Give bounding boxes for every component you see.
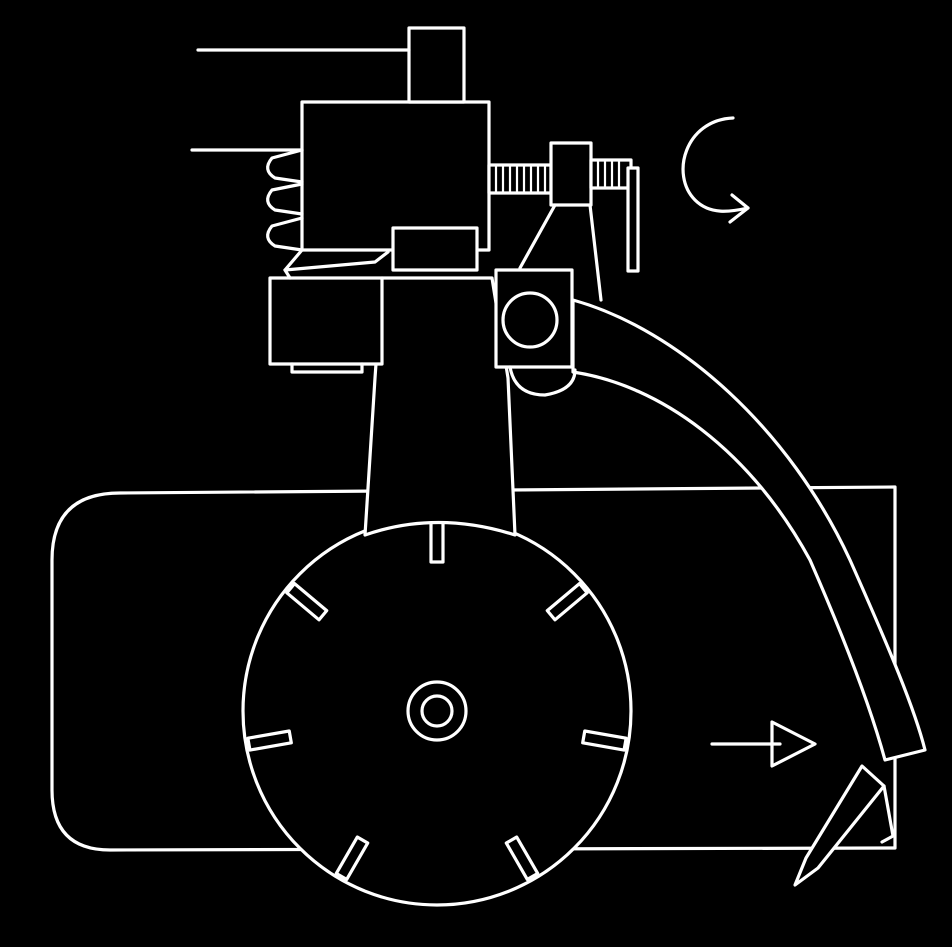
rotation-arrow xyxy=(681,116,750,224)
adjustment-screw xyxy=(487,141,640,273)
feed-direction-arrow xyxy=(710,720,817,768)
curved-tool-arm xyxy=(571,298,927,762)
spring-housing-block xyxy=(300,100,491,272)
indexed-disc xyxy=(241,515,633,907)
pivot-block xyxy=(494,268,577,397)
base-plate xyxy=(50,485,897,852)
blade-tip xyxy=(793,764,895,887)
coil-spring xyxy=(266,148,390,280)
central-column xyxy=(363,276,517,537)
top-post xyxy=(190,26,466,152)
pivot-arm xyxy=(518,203,603,302)
lower-clamp-block xyxy=(268,276,384,374)
disc-index-marks xyxy=(246,518,628,882)
